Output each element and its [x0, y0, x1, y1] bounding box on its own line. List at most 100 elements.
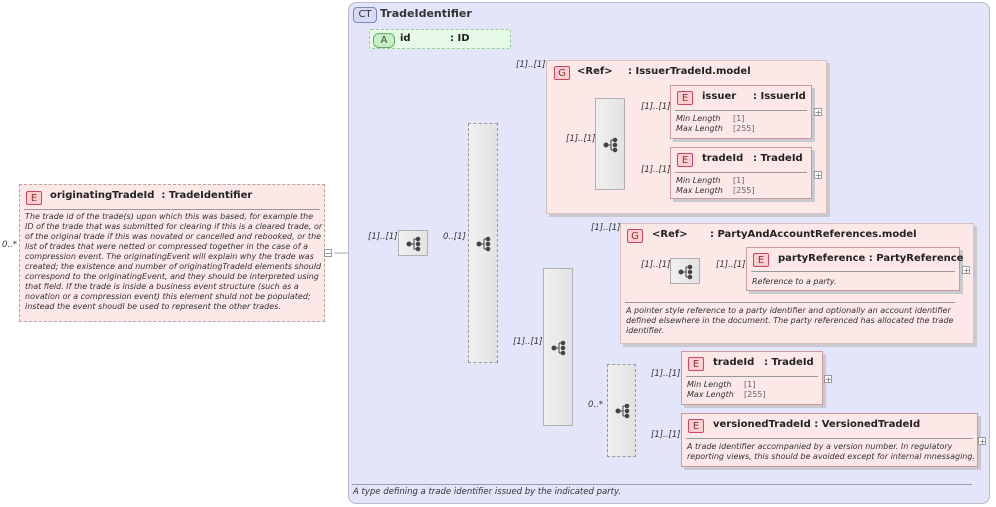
cardinality-label: [1]..[1] — [566, 134, 596, 144]
facet-label: Min Length — [676, 176, 721, 185]
group-name: : IssuerTradeId.model — [628, 66, 751, 77]
facet-label: Max Length — [676, 124, 723, 133]
element-type: : IssuerId — [753, 91, 806, 102]
group-documentation: A pointer style reference to a party ide… — [626, 306, 966, 336]
documentation-line: correspond to the originatingEvent, and … — [25, 272, 319, 281]
facet-value: [1] — [733, 114, 745, 123]
documentation-line: that field. If the trade is inside a bus… — [25, 282, 299, 291]
documentation-line: reporting views, this should be avoided … — [687, 452, 975, 461]
element-type: : TradeId — [764, 357, 814, 368]
element-documentation: Reference to a party. — [752, 277, 837, 286]
cardinality-label: [1]..[1] — [651, 369, 681, 379]
cardinality-label: [1]..[1] — [641, 165, 671, 175]
element-versioned-trade-id[interactable]: E versionedTradeId : VersionedTradeId A … — [681, 413, 978, 467]
documentation-line: of the original trade if this was novate… — [25, 232, 322, 241]
documentation-line: list of trades that were netted or compr… — [25, 242, 308, 251]
facet-label: Min Length — [687, 380, 732, 389]
element-name: versionedTradeId : VersionedTradeId — [713, 419, 921, 430]
complex-type-badge: CT — [353, 7, 377, 23]
element-name: tradeId — [713, 357, 755, 368]
attribute-name: id — [400, 33, 411, 44]
cardinality-label: [1]..[1] — [516, 60, 546, 70]
group-ref-label: <Ref> — [652, 229, 688, 240]
documentation-line: identifier. — [626, 326, 664, 335]
separator — [751, 271, 955, 272]
cardinality-label: [1]..[1] — [368, 232, 398, 242]
cardinality-label: [1]..[1] — [716, 260, 746, 270]
facet-value: [255] — [744, 390, 766, 399]
sequence-icon — [476, 236, 491, 252]
element-issuer[interactable]: E issuer : IssuerId Min Length [1] Max L… — [670, 85, 812, 139]
expand-toggle[interactable]: + — [814, 171, 822, 180]
root-documentation: The trade id of the trade(s) upon which … — [25, 212, 323, 312]
documentation-line: The trade id of the trade(s) upon which … — [25, 212, 314, 221]
choice-icon — [615, 403, 630, 419]
root-element-box[interactable]: E originatingTradeId : TradeIdentifier T… — [19, 184, 325, 322]
cardinality-label: [1]..[1] — [651, 430, 681, 440]
attribute-badge: A — [373, 33, 395, 48]
group-name: : PartyAndAccountReferences.model — [710, 229, 917, 240]
attribute-type: : ID — [450, 33, 470, 44]
documentation-line: ID of the trade that was submitted for c… — [25, 222, 323, 231]
cardinality-label: [1]..[1] — [513, 337, 543, 347]
separator — [686, 438, 973, 439]
documentation-line: created; the existence and number of ori… — [25, 262, 322, 271]
cardinality-label: 0..[1] — [443, 232, 466, 242]
cardinality-label: 0..* — [588, 400, 604, 410]
documentation-line: compression event. The originatingEvent … — [25, 252, 314, 261]
choice-compositor[interactable] — [468, 123, 498, 363]
separator — [675, 172, 807, 173]
element-name: tradeId — [702, 153, 744, 164]
element-badge: E — [753, 253, 769, 267]
expand-toggle[interactable]: + — [962, 266, 970, 275]
sequence-icon — [406, 236, 421, 252]
element-trade-id[interactable]: E tradeId : TradeId Min Length [1] Max L… — [670, 147, 812, 199]
group-badge: G — [554, 66, 570, 80]
complex-type-title: TradeIdentifier — [380, 7, 472, 20]
documentation-line: A trade identifier accompanied by a vers… — [687, 442, 953, 451]
element-badge: E — [677, 153, 693, 167]
expand-toggle[interactable]: + — [814, 108, 822, 117]
separator — [686, 376, 818, 377]
expand-toggle[interactable]: + — [824, 375, 832, 384]
expand-toggle[interactable]: + — [978, 437, 986, 446]
element-name: issuer — [702, 91, 737, 102]
element-party-reference[interactable]: E partyReference : PartyReference Refere… — [746, 247, 964, 291]
facet-value: [255] — [733, 124, 755, 133]
element-badge: E — [688, 419, 704, 433]
sequence-compositor[interactable] — [670, 258, 700, 284]
separator — [675, 110, 807, 111]
element-type: : TradeId — [753, 153, 803, 164]
sequence-compositor[interactable] — [543, 268, 573, 426]
documentation-line: A pointer style reference to a party ide… — [626, 306, 951, 315]
facet-label: Max Length — [676, 186, 723, 195]
documentation-line: novation or a compression event) this el… — [25, 292, 311, 301]
element-trade-id[interactable]: E tradeId : TradeId Min Length [1] Max L… — [681, 351, 823, 405]
facet-value: [1] — [744, 380, 756, 389]
root-occurrence: 0..* — [2, 240, 18, 250]
element-badge: E — [688, 357, 704, 371]
separator — [352, 484, 972, 485]
separator — [625, 302, 955, 303]
facet-label: Max Length — [687, 390, 734, 399]
facet-label: Min Length — [676, 114, 721, 123]
sequence-compositor[interactable] — [595, 98, 625, 190]
element-badge: E — [677, 91, 693, 105]
attribute-id-box[interactable] — [369, 29, 511, 49]
choice-compositor[interactable] — [607, 364, 636, 457]
element-documentation: A trade identifier accompanied by a vers… — [687, 442, 977, 462]
element-name: partyReference : PartyReference — [778, 253, 964, 264]
documentation-line: defined elsewhere in the document. The p… — [626, 316, 954, 325]
complex-type-documentation: A type defining a trade identifier issue… — [353, 487, 622, 497]
cardinality-label: [1]..[1] — [641, 260, 671, 270]
documentation-line: instead the event shoudl be used to repr… — [25, 302, 281, 311]
facet-value: [255] — [733, 186, 755, 195]
cardinality-label: [1]..[1] — [641, 102, 671, 112]
root-element-name: originatingTradeId : TradeIdentifier — [50, 190, 253, 201]
collapse-toggle[interactable]: − — [324, 249, 332, 258]
sequence-icon — [551, 340, 566, 356]
group-badge: G — [627, 229, 643, 243]
separator — [24, 209, 320, 210]
sequence-compositor[interactable] — [398, 230, 428, 256]
cardinality-label: [1]..[1] — [591, 223, 621, 233]
